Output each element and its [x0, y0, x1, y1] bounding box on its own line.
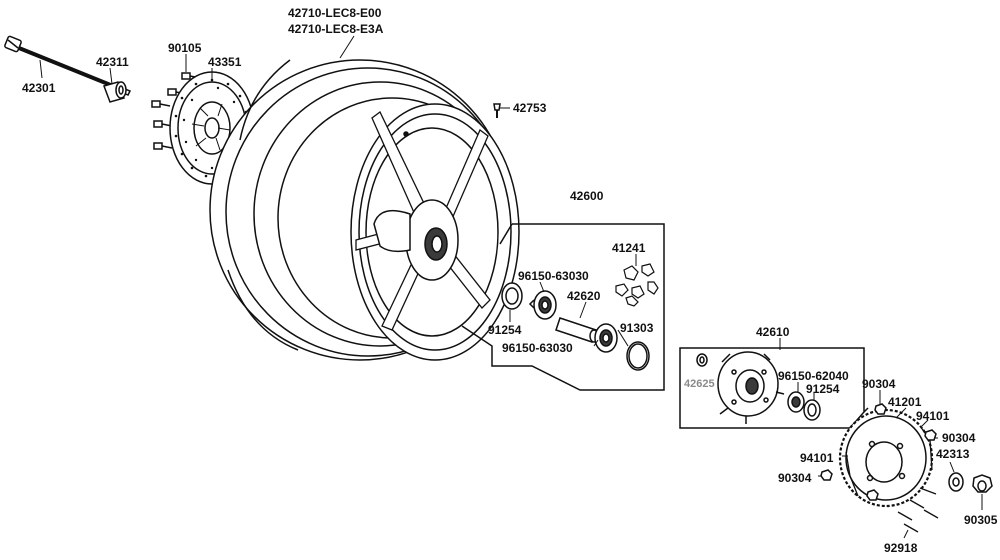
label-spacer: 42620 [567, 289, 601, 303]
label-bearing-b: 96150-63030 [502, 341, 573, 355]
collar-left [103, 81, 127, 103]
label-wheel-b: 42710-LEC8-E3A [288, 22, 384, 36]
rear-wheel-rim [350, 103, 520, 361]
hub-assembly-outline [461, 223, 665, 391]
label-collar-right: 42313 [936, 447, 970, 461]
label-wheel-a: 42710-LEC8-E00 [288, 6, 382, 20]
label-axle: 42301 [22, 81, 56, 95]
sprocket-studs [897, 487, 939, 533]
label-disc-bolt: 90105 [168, 41, 202, 55]
leader-lines [39, 35, 983, 539]
label-hub-damper: 41241 [612, 241, 646, 255]
bearing-lower [594, 323, 618, 353]
label-flange-collar: 42625 [684, 378, 715, 390]
distance-spacer [555, 317, 599, 343]
label-axle-nut: 90305 [964, 513, 998, 527]
valve-stem [493, 103, 501, 118]
label-hub-assy: 42600 [570, 189, 604, 203]
label-bearing-a: 96150-63030 [518, 269, 589, 283]
circlip [626, 341, 650, 371]
label-sprocket-flange: 42610 [756, 325, 790, 339]
label-plate-b: 94101 [800, 451, 834, 465]
label-bearing-c: 96150-62040 [778, 369, 849, 383]
hub-dampers [615, 263, 659, 307]
label-brake-disc: 43351 [208, 55, 242, 69]
label-collar-left: 42311 [96, 55, 129, 69]
label-seal-b: 91254 [806, 382, 840, 396]
label-circlip: 91303 [620, 321, 654, 335]
collar-right [948, 472, 964, 492]
label-nut-b: 90304 [942, 431, 976, 445]
label-nut-c: 90304 [778, 471, 812, 485]
axle-nut [972, 474, 993, 493]
label-nut-a: 90304 [862, 377, 896, 391]
label-valve: 42753 [513, 101, 547, 115]
bearing-flange [787, 391, 805, 413]
rear-sprocket [838, 408, 934, 508]
sprocket-flange [717, 351, 785, 424]
seal-flange [803, 399, 821, 421]
collar-flange [696, 353, 708, 367]
label-plate-a: 94101 [916, 409, 950, 423]
sprocket-nuts [820, 403, 937, 501]
label-sprocket: 41201 [888, 395, 922, 409]
bearing-upper [528, 290, 557, 320]
label-seal-a: 91254 [488, 323, 522, 337]
seal-upper [501, 282, 523, 310]
label-stud: 92918 [884, 541, 918, 555]
